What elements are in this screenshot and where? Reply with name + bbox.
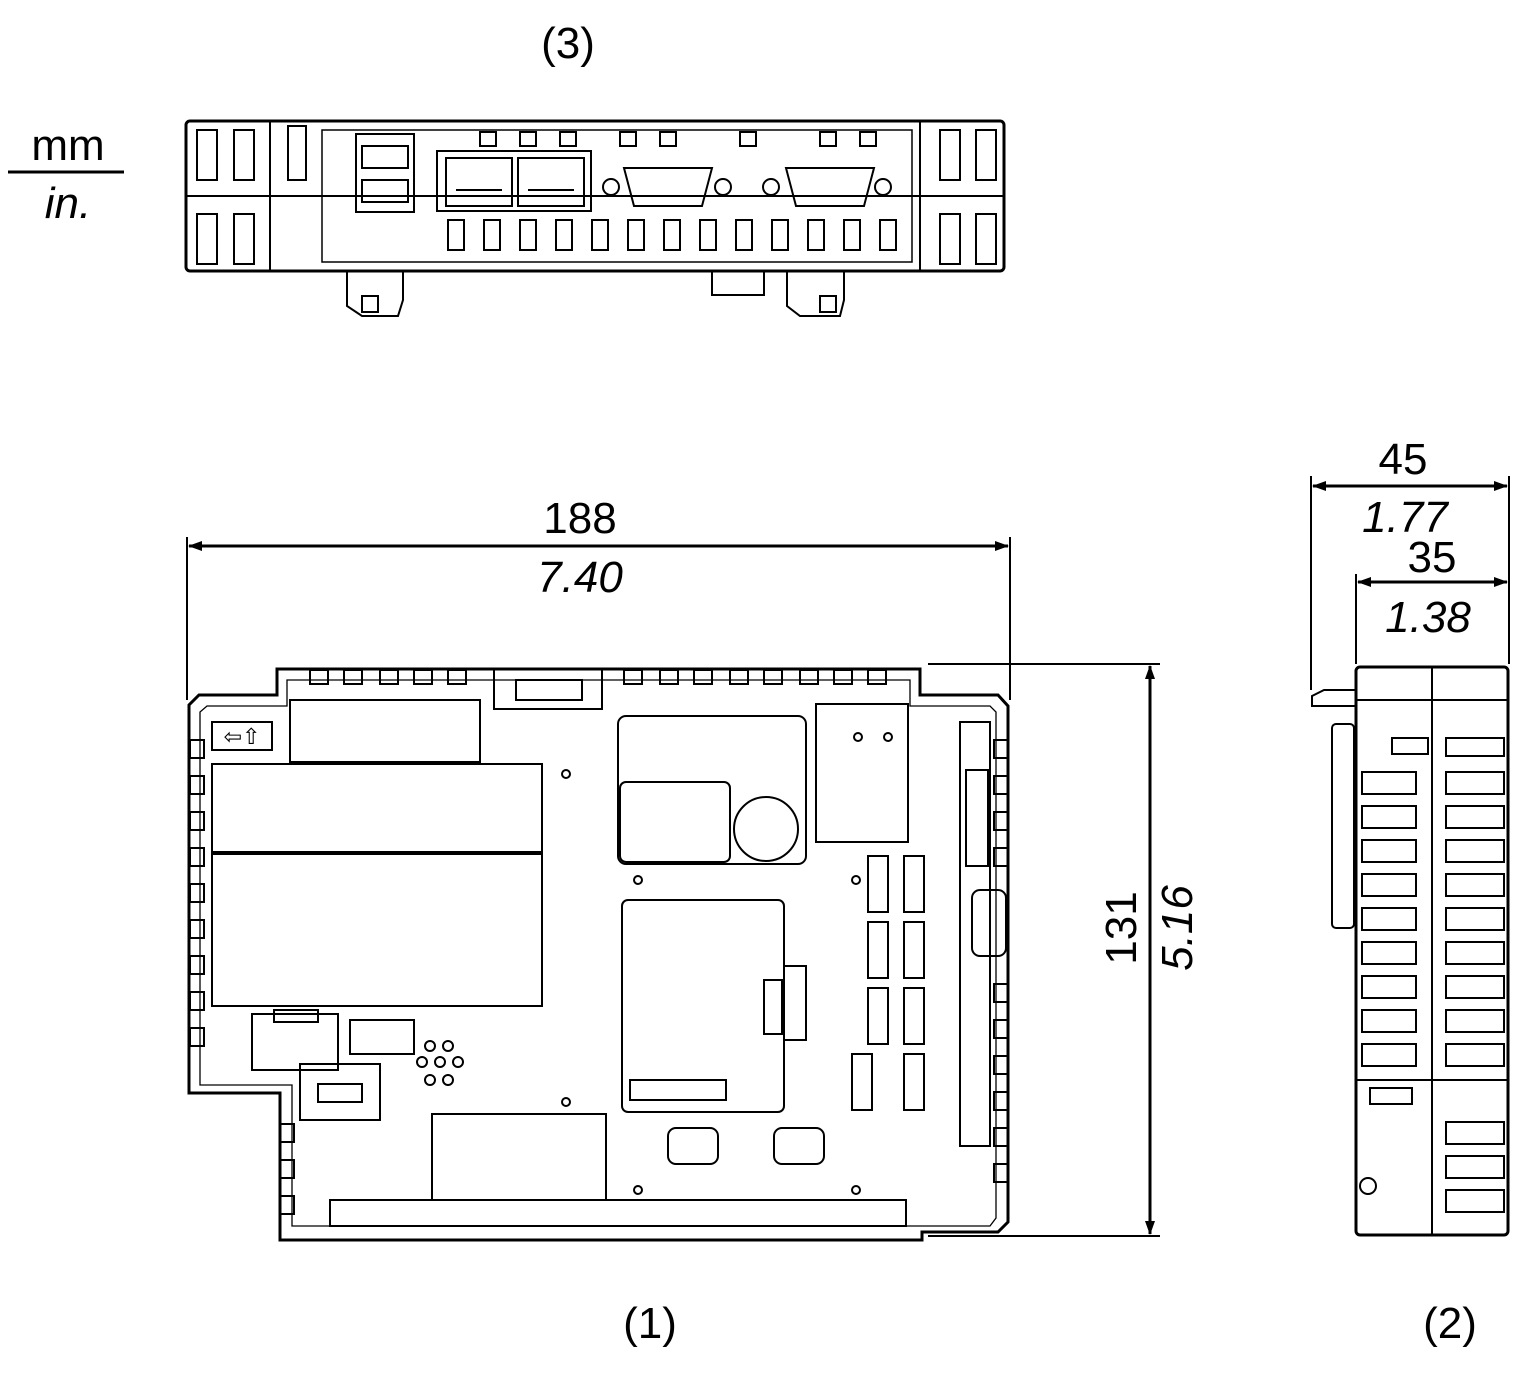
edge-notches — [189, 669, 1009, 1215]
top-view-drawing — [184, 119, 1006, 317]
depth-total-mm-value: 45 — [1379, 435, 1428, 484]
ethernet-port-icon — [436, 150, 592, 212]
depth-body-mm-value: 35 — [1408, 533, 1457, 582]
svg-text:⇦⇧: ⇦⇧ — [224, 724, 261, 749]
arrows-icon — [211, 721, 273, 751]
side-view-label: (2) — [1423, 1299, 1477, 1348]
depth-total-in-value: 1.77 — [1362, 493, 1449, 542]
depth-body-in-value: 1.38 — [1385, 593, 1471, 642]
width-mm-value: 188 — [543, 494, 616, 543]
front-view-drawing: ⇦⇧ — [187, 667, 1010, 1242]
height-dimension: 131 5.16 — [928, 663, 1202, 1237]
usb-port-icon — [355, 133, 415, 213]
side-vent-slots — [1361, 737, 1505, 1213]
width-in-value: 7.40 — [537, 553, 623, 602]
width-dimension: 188 7.40 — [186, 494, 1011, 700]
vent-slots — [447, 131, 897, 251]
front-view-label: (1) — [623, 1299, 677, 1348]
height-in-value: 5.16 — [1153, 885, 1202, 971]
serial-port-icon — [602, 167, 892, 207]
height-mm-value: 131 — [1097, 891, 1146, 964]
unit-mm: mm — [31, 121, 104, 170]
depth-total-dimension: 45 1.77 — [1310, 435, 1510, 690]
top-view-label: (3) — [541, 19, 595, 68]
units-legend: mm in. — [8, 121, 124, 228]
depth-body-dimension: 35 1.38 — [1355, 533, 1508, 664]
side-view-drawing — [1311, 665, 1510, 1237]
unit-inch: in. — [45, 179, 91, 228]
